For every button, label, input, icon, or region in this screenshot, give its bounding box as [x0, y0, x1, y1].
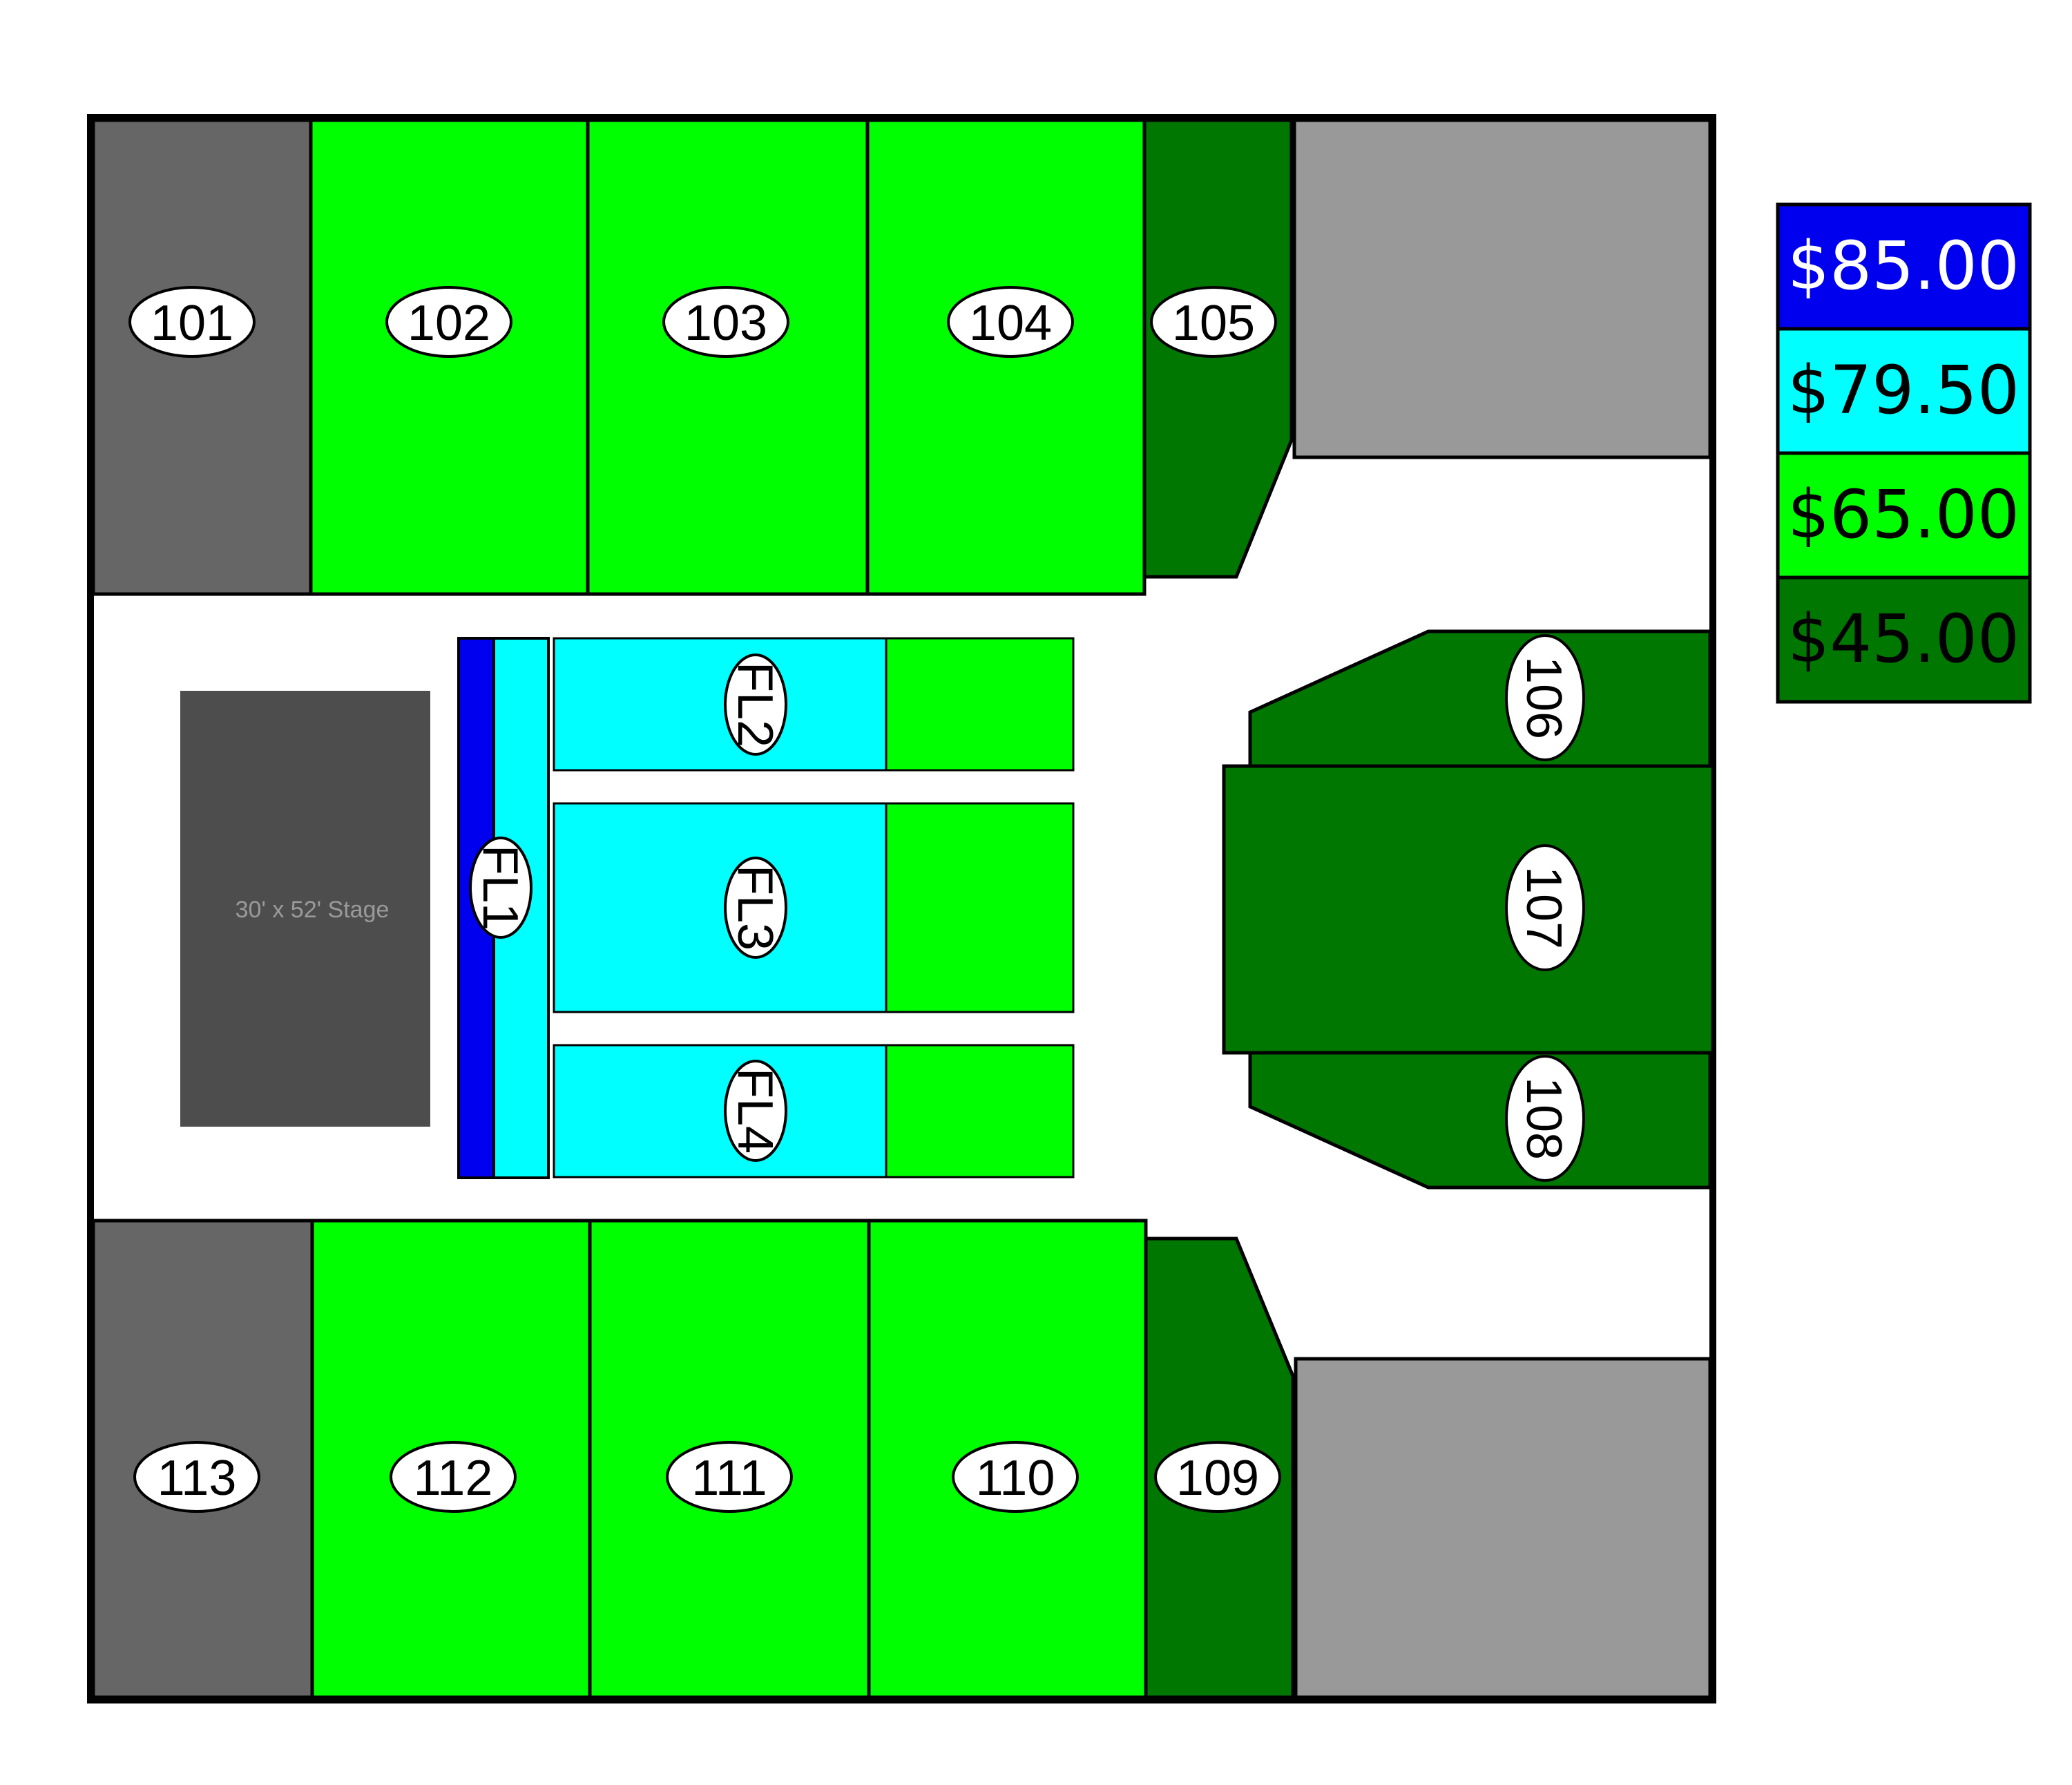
section-111[interactable]: 111 — [588, 1219, 871, 1699]
section-label: 110 — [976, 1451, 1055, 1506]
section-label: 108 — [1516, 1077, 1571, 1160]
section-label: 101 — [151, 296, 233, 351]
section-label: 111 — [691, 1451, 767, 1506]
legend-price: $45.00 — [1787, 600, 2020, 678]
section-label: 104 — [969, 296, 1052, 351]
section-fl3[interactable]: FL3 — [553, 802, 1075, 1013]
section-label: 107 — [1516, 866, 1571, 949]
section-105[interactable]: 105 — [1142, 118, 1294, 579]
section-112[interactable]: 112 — [310, 1219, 592, 1699]
section-110[interactable]: 110 — [867, 1219, 1148, 1699]
legend-item-85: $85.00 — [1776, 202, 2032, 331]
section-107[interactable]: 107 — [1222, 764, 1715, 1055]
section-fl1[interactable]: FL1 — [457, 637, 550, 1179]
price-legend: $85.00 $79.50 $65.00 $45.00 — [1776, 202, 2032, 704]
section-104[interactable]: 104 — [865, 118, 1147, 596]
section-label: 113 — [157, 1451, 237, 1506]
section-label: 102 — [407, 296, 490, 351]
section-label: FL1 — [472, 845, 528, 930]
section-108[interactable]: 108 — [1248, 1051, 1712, 1190]
section-109[interactable]: 109 — [1144, 1237, 1295, 1699]
section-fl2[interactable]: FL2 — [553, 637, 1075, 772]
legend-item-79-50: $79.50 — [1776, 327, 2032, 455]
blocked-area-top-right — [1292, 118, 1712, 459]
section-label: 112 — [414, 1451, 493, 1506]
section-label: FL3 — [727, 865, 783, 951]
legend-price: $65.00 — [1787, 476, 2020, 553]
section-102[interactable]: 102 — [309, 118, 590, 596]
blocked-area-bottom-right — [1294, 1357, 1712, 1699]
legend-price: $85.00 — [1787, 227, 2020, 305]
section-113[interactable]: 113 — [91, 1219, 314, 1699]
legend-item-65: $65.00 — [1776, 451, 2032, 580]
section-label: FL2 — [727, 662, 783, 747]
section-label: 105 — [1172, 296, 1255, 351]
section-label: 106 — [1516, 656, 1571, 739]
section-101[interactable]: 101 — [91, 118, 313, 596]
legend-item-45: $45.00 — [1776, 575, 2032, 704]
section-fl4[interactable]: FL4 — [553, 1044, 1075, 1178]
section-label: 103 — [684, 296, 767, 351]
section-label: FL4 — [727, 1068, 783, 1154]
section-106[interactable]: 106 — [1248, 629, 1712, 768]
stage: 30' x 52' Stage — [180, 691, 430, 1127]
stage-label: 30' x 52' Stage — [236, 897, 390, 923]
legend-price: $79.50 — [1787, 352, 2020, 429]
section-103[interactable]: 103 — [586, 118, 870, 596]
section-label: 109 — [1176, 1451, 1259, 1506]
